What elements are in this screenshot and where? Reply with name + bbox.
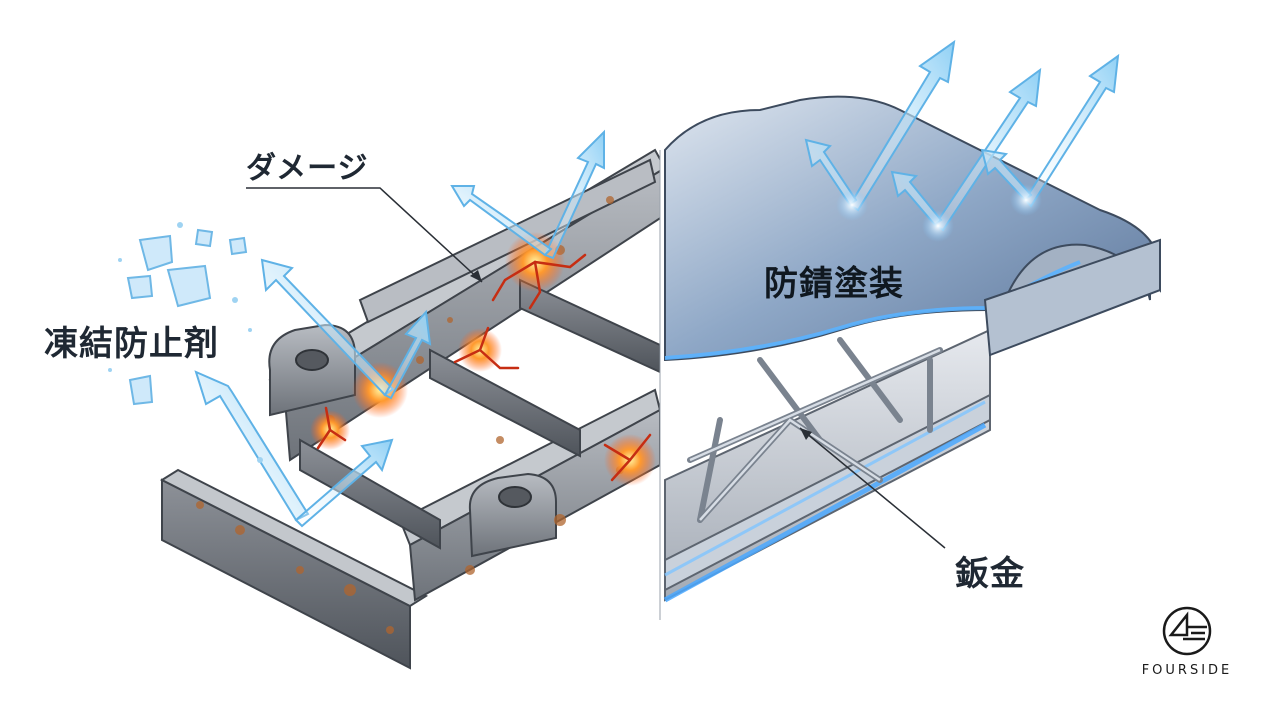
rustproof-coating-label: 防錆塗装	[764, 264, 904, 304]
sheet-metal-label: 鈑金	[955, 554, 1025, 594]
leader-lines	[246, 187, 946, 549]
brand-logo: FOURSIDE	[1132, 605, 1242, 685]
damage-label: ダメージ	[246, 151, 369, 186]
antifreeze-agent-label: 凍結防止剤	[44, 324, 219, 364]
fourside-logo-icon	[1162, 606, 1212, 656]
coated-body	[663, 39, 1161, 603]
brand-logo-text: FOURSIDE	[1141, 663, 1233, 678]
rusty-frame	[108, 129, 667, 670]
